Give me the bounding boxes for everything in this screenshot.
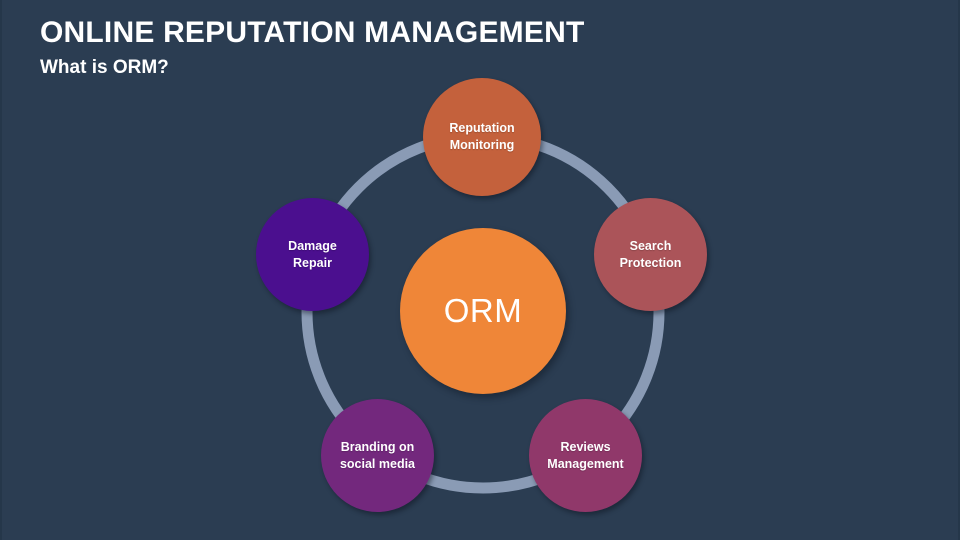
node-label-line2: social media bbox=[339, 456, 416, 471]
node-search-protection[interactable]: Search Protection bbox=[594, 198, 707, 311]
node-label: Reviews Management bbox=[541, 439, 629, 473]
node-damage-repair[interactable]: Damage Repair bbox=[256, 198, 369, 311]
slide-header: ONLINE REPUTATION MANAGEMENT What is ORM… bbox=[40, 16, 900, 79]
node-branding-on-social-media[interactable]: Branding on social media bbox=[321, 399, 434, 512]
node-reputation-monitoring[interactable]: Reputation Monitoring bbox=[423, 78, 541, 196]
node-label: Branding on social media bbox=[334, 439, 421, 473]
node-label-line1: Damage bbox=[288, 238, 337, 253]
page-title: ONLINE REPUTATION MANAGEMENT bbox=[40, 16, 585, 49]
node-label-line1: Branding on bbox=[340, 439, 415, 454]
node-label-line1: Search bbox=[629, 238, 672, 253]
node-label: Search Protection bbox=[614, 238, 688, 272]
node-label-line1: Reviews bbox=[560, 439, 611, 454]
node-label-line2: Repair bbox=[293, 255, 332, 270]
node-label-line1: Reputation bbox=[449, 121, 515, 136]
node-label: Reputation Monitoring bbox=[443, 120, 520, 154]
node-label: Damage Repair bbox=[282, 238, 343, 272]
hub-label: ORM bbox=[443, 292, 523, 329]
node-label-line2: Protection bbox=[619, 255, 682, 270]
node-label-line2: Management bbox=[547, 456, 624, 471]
node-reviews-management[interactable]: Reviews Management bbox=[529, 399, 642, 512]
hub-orm[interactable]: ORM bbox=[400, 228, 566, 394]
node-label-line2: Monitoring bbox=[449, 138, 515, 152]
page-subtitle: What is ORM? bbox=[40, 56, 169, 78]
